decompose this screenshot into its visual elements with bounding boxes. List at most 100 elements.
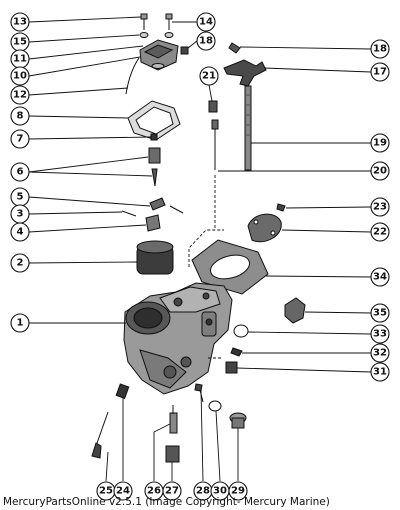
- float-part-2: [136, 240, 174, 275]
- nut-part-35: [284, 297, 306, 324]
- washer-part-15: [139, 32, 174, 38]
- callout-1: 1: [10, 313, 30, 333]
- callout-29-number: 29: [231, 486, 245, 497]
- callout-1-number: 1: [17, 318, 24, 329]
- callout-7-number: 7: [17, 134, 24, 145]
- callout-22-number: 22: [373, 227, 387, 238]
- needle-screw-part-20: [211, 119, 219, 228]
- callout-18b-number: 18: [373, 44, 387, 55]
- washer-part-30: [208, 400, 222, 412]
- nut-part-7: [150, 133, 158, 141]
- image-caption: MercuryPartsOnline v2.5.1 (Image Copyrig…: [3, 496, 330, 508]
- callout-31: 31: [370, 362, 390, 382]
- callout-10-number: 10: [13, 71, 27, 82]
- part-drawings: [91, 13, 306, 463]
- callout-33: 33: [370, 324, 390, 344]
- callout-32-number: 32: [373, 348, 387, 359]
- callout-22: 22: [370, 222, 390, 242]
- carburetor-body-part-1: [123, 282, 233, 395]
- callout-20: 20: [370, 161, 390, 181]
- callout-15: 15: [10, 32, 30, 52]
- callout-8: 8: [10, 106, 30, 126]
- callout-34: 34: [370, 267, 390, 287]
- callout-18a-number: 18: [199, 36, 213, 47]
- callout-23: 23: [370, 197, 390, 217]
- callout-6: 6: [10, 162, 30, 182]
- callout-26-number: 26: [147, 486, 161, 497]
- plate-part-22: [247, 213, 282, 243]
- guide-line-left: [188, 229, 224, 267]
- callout-17-number: 17: [373, 67, 387, 78]
- needle-valve-part-25: [91, 411, 109, 459]
- callout-2: 2: [10, 253, 30, 273]
- nut-part-21: [208, 100, 218, 113]
- screw-part-18-lower: [228, 42, 241, 54]
- jet-part-26: [169, 405, 178, 434]
- float-bracket-part-4: [145, 214, 161, 232]
- callout-33-number: 33: [373, 329, 387, 340]
- callout-35-number: 35: [373, 308, 387, 319]
- callouts: 13 14 15 18 11 18 10 17 21 12 8 7 19 6 2…: [10, 12, 390, 501]
- gasket-part-8: [127, 100, 181, 141]
- callout-21: 21: [199, 66, 219, 86]
- callout-23-number: 23: [373, 202, 387, 213]
- callout-35: 35: [370, 303, 390, 323]
- callout-29: 29: [228, 481, 248, 501]
- callout-19: 19: [370, 133, 390, 153]
- pin-part-3: [121, 210, 137, 217]
- seal-part-33: [233, 324, 249, 338]
- callout-11: 11: [10, 49, 30, 69]
- callout-27-number: 27: [165, 486, 179, 497]
- callout-5-number: 5: [17, 192, 24, 203]
- callout-17: 17: [370, 62, 390, 82]
- callout-11-number: 11: [13, 54, 27, 65]
- callout-14: 14: [196, 12, 216, 32]
- plug-part-29: [229, 412, 247, 429]
- lever-part-5: [149, 197, 184, 214]
- callout-24: 24: [113, 481, 133, 501]
- plug-part-27: [165, 445, 180, 463]
- callout-18a: 18: [196, 31, 216, 51]
- callout-15-number: 15: [13, 37, 27, 48]
- callout-2-number: 2: [17, 258, 24, 269]
- callout-13-number: 13: [13, 17, 27, 28]
- callout-30-number: 30: [213, 486, 227, 497]
- callout-32: 32: [370, 343, 390, 363]
- callout-3: 3: [10, 204, 30, 224]
- callout-18b: 18: [370, 39, 390, 59]
- vent-tube-part: [125, 57, 140, 95]
- shaft-part-19: [244, 85, 252, 171]
- screw-part-32: [230, 347, 243, 357]
- callout-24-number: 24: [116, 486, 130, 497]
- throttle-lever-part-17: [223, 59, 267, 87]
- callout-14-number: 14: [199, 17, 213, 28]
- callout-13: 13: [10, 12, 30, 32]
- jet-part-6: [148, 147, 161, 187]
- callout-27: 27: [162, 481, 182, 501]
- callout-31-number: 31: [373, 367, 387, 378]
- callout-19-number: 19: [373, 138, 387, 149]
- callout-6-number: 6: [17, 167, 24, 178]
- callout-12-number: 12: [13, 90, 27, 101]
- callout-7: 7: [10, 129, 30, 149]
- leader-lines: [28, 16, 372, 482]
- spring-part-24: [115, 383, 130, 399]
- screw-part-13: [140, 13, 148, 30]
- spring-part-31: [225, 361, 238, 374]
- callout-4-number: 4: [17, 227, 24, 238]
- callout-8-number: 8: [17, 111, 24, 122]
- gasket-part-34: [191, 239, 269, 295]
- callout-34-number: 34: [373, 272, 387, 283]
- screw-part-28: [194, 383, 204, 403]
- callout-25-number: 25: [99, 486, 113, 497]
- callout-21-number: 21: [202, 71, 216, 82]
- screw-part-23: [276, 203, 286, 212]
- callout-5: 5: [10, 187, 30, 207]
- callout-3-number: 3: [17, 209, 24, 220]
- callout-10: 10: [10, 66, 30, 86]
- float-bowl-cover-part: [139, 39, 179, 71]
- screw-part-14: [165, 13, 173, 30]
- callout-20-number: 20: [373, 166, 387, 177]
- callout-4: 4: [10, 222, 30, 242]
